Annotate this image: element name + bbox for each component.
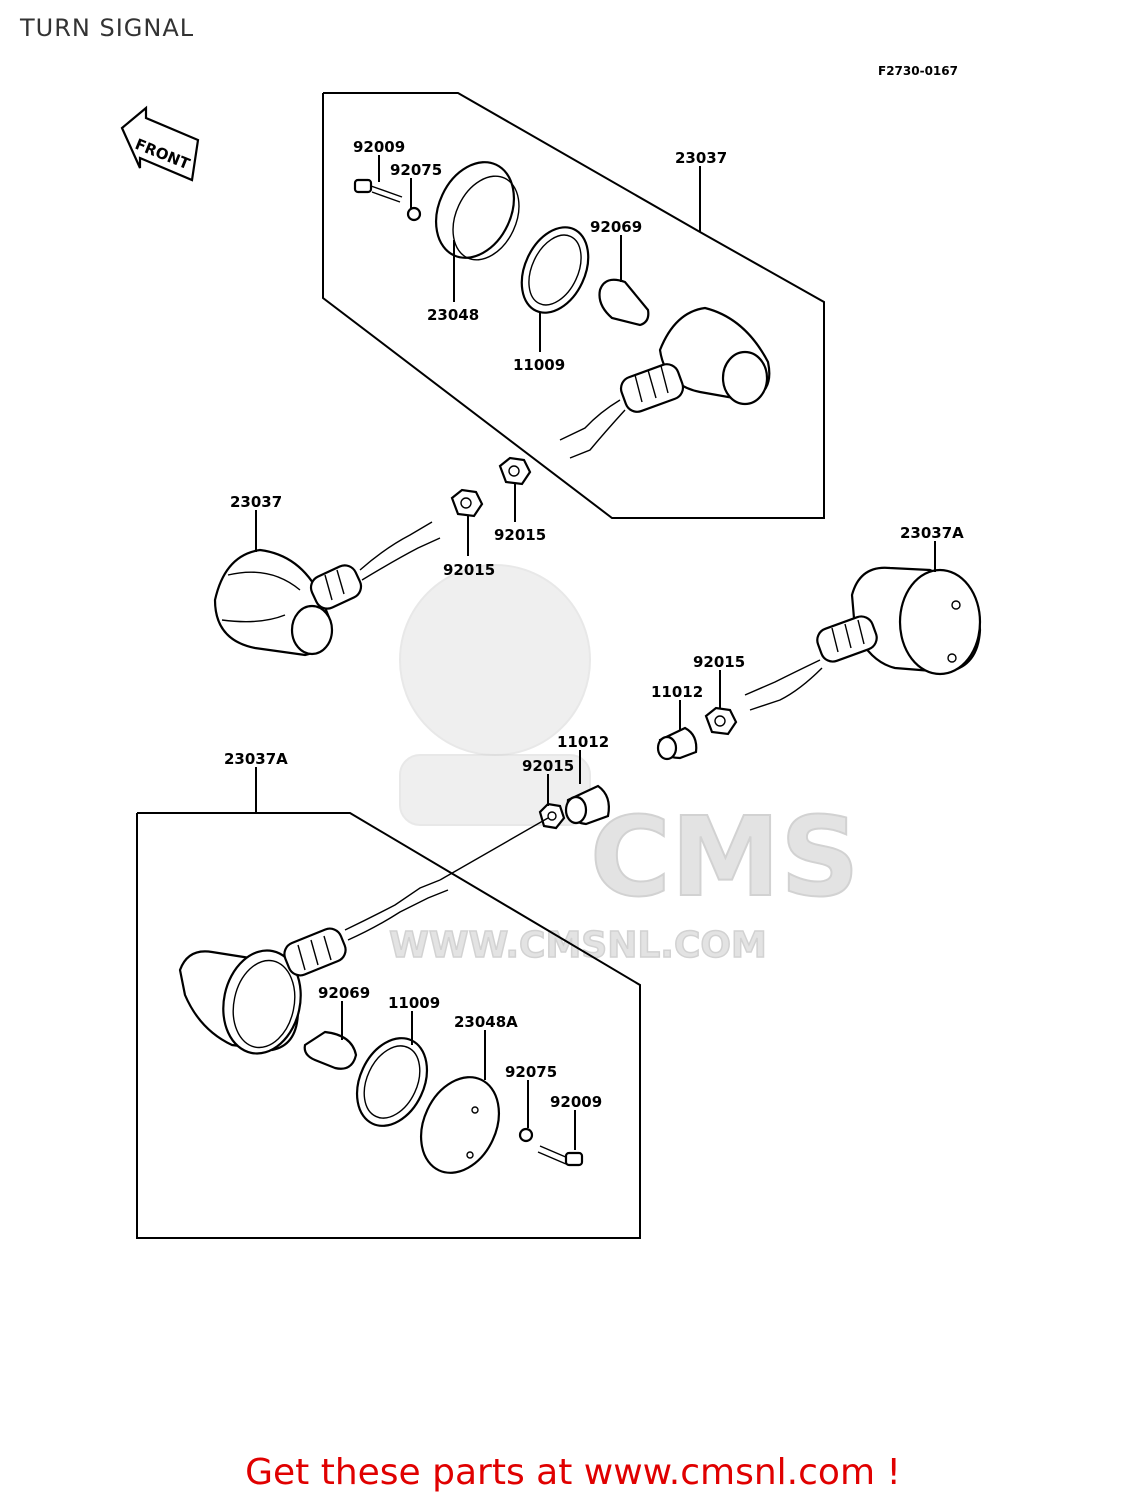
lower-lens [420, 1076, 500, 1174]
right-cap [656, 726, 698, 761]
label-right-cap: 11012 [651, 683, 703, 701]
label-lower-washer: 92075 [505, 1063, 557, 1081]
lower-gasket [355, 1037, 429, 1127]
label-lower-gasket: 11009 [388, 994, 440, 1012]
label-left-assembly: 23037 [230, 493, 282, 511]
label-upper-assembly: 23037 [675, 149, 727, 167]
label-upper-screw: 92009 [353, 138, 405, 156]
label-right-nut: 92015 [693, 653, 745, 671]
upper-group-frame [322, 92, 825, 519]
diagram-code: F2730-0167 [878, 64, 958, 78]
lower-signal-assembly [178, 817, 549, 1055]
label-upper-gasket: 11009 [513, 356, 565, 374]
watermark-url: WWW.CMSNL.COM [389, 925, 767, 966]
watermark-brand: CMS [590, 793, 859, 921]
left-signal-assembly [213, 521, 441, 657]
upper-gasket [520, 226, 590, 314]
lower-bulb [303, 1030, 358, 1070]
label-lower-bulb: 92069 [318, 984, 370, 1002]
upper-signal-assembly [559, 306, 771, 459]
cmsnl-watermark: CMS WWW.CMSNL.COM [388, 564, 860, 967]
upper-screw [353, 178, 403, 203]
upper-washer [406, 206, 422, 222]
label-upper-lens: 23048 [427, 306, 479, 324]
front-arrow-icon: FRONT [120, 105, 200, 182]
lower-screw [537, 1145, 584, 1167]
label-upper-washer: 92075 [390, 161, 442, 179]
label-upper-nut: 92015 [494, 526, 546, 544]
label-lower-assembly: 23037A [224, 750, 288, 768]
right-nut [704, 706, 738, 736]
left-nut [450, 488, 484, 518]
right-signal-assembly [744, 566, 982, 711]
call-to-action-link[interactable]: Get these parts at www.cmsnl.com ! [245, 1452, 901, 1493]
lower-group-frame [136, 812, 641, 1239]
center-cap [564, 784, 610, 826]
label-right-assembly: 23037A [900, 524, 964, 542]
label-upper-bulb: 92069 [590, 218, 642, 236]
label-lower-screw: 92009 [550, 1093, 602, 1111]
label-center-nut: 92015 [522, 757, 574, 775]
label-lower-lens: 23048A [454, 1013, 518, 1031]
upper-nut [498, 456, 532, 486]
page-title: TURN SIGNAL [20, 14, 195, 42]
label-left-nut: 92015 [443, 561, 495, 579]
lower-washer [518, 1127, 534, 1143]
upper-bulb [598, 278, 650, 327]
parts-diagram: CMS WWW.CMSNL.COM F2730-0167 FRONT [120, 64, 982, 1239]
label-center-cap: 11012 [557, 733, 609, 751]
